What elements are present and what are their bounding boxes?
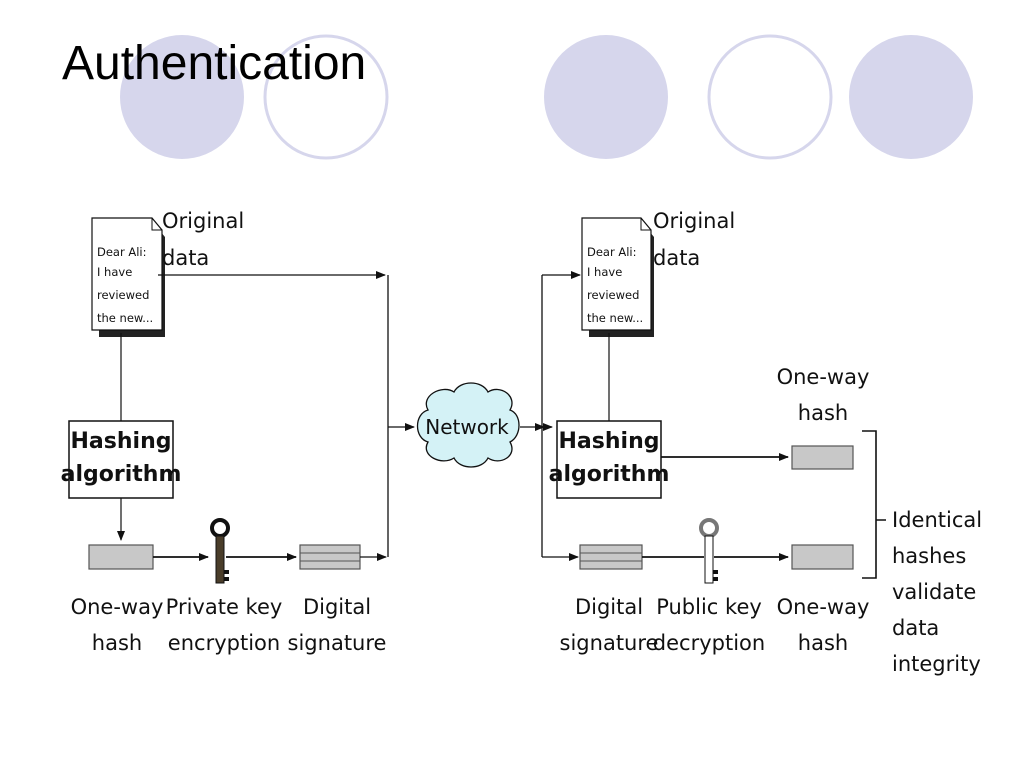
sender-digital-signature-box [299, 544, 361, 570]
receiver-digital-signature-box [579, 544, 643, 570]
sender-hash-label-2: hash [92, 631, 142, 655]
sender-doc-line-2: I have [97, 265, 132, 279]
conclusion-line-4: data [892, 616, 939, 640]
sender-document: Dear Ali: I have reviewed the new... [91, 217, 165, 337]
sender-original-data-label-2: data [162, 246, 209, 270]
decor-circle-filled-1 [120, 35, 244, 159]
public-key-label-2: decryption [653, 631, 765, 655]
receiver-bottom-hash-label-1: One-way [777, 595, 870, 619]
sender-signature-label-2: signature [288, 631, 387, 655]
private-key-icon [210, 518, 230, 584]
receiver-hashing-label-2: algorithm [549, 462, 670, 487]
receiver-hashing-algorithm-box [556, 420, 662, 499]
receiver-document: Dear Ali: I have reviewed the new... [581, 217, 654, 337]
receiver-bottom-hash-label-2: hash [798, 631, 848, 655]
receiver-top-hash-label-1: One-way [777, 365, 870, 389]
receiver-original-data-label-2: data [653, 246, 700, 270]
sender-original-data-label-1: Original [162, 209, 244, 233]
receiver-hashing-label-1: Hashing [559, 429, 660, 454]
conclusion-line-3: validate [892, 580, 976, 604]
sender-one-way-hash-box [88, 544, 154, 570]
conclusion-line-2: hashes [892, 544, 966, 568]
receiver-doc-line-4: the new... [587, 311, 643, 325]
network-cloud [416, 382, 520, 468]
conclusion-line-1: Identical [892, 508, 982, 532]
private-key-label-1: Private key [166, 595, 283, 619]
receiver-top-hash-label-2: hash [798, 401, 848, 425]
sender-doc-line-3: reviewed [97, 288, 149, 302]
receiver-signature-label-1: Digital [575, 595, 643, 619]
comparison-bracket [862, 430, 886, 579]
receiver-doc-line-1: Dear Ali: [587, 245, 637, 259]
sender-hashing-algorithm-box [68, 420, 174, 499]
sender-hashing-label-1: Hashing [71, 429, 172, 454]
private-key-label-2: encryption [168, 631, 280, 655]
network-label: Network [425, 415, 509, 439]
receiver-doc-line-2: I have [587, 265, 622, 279]
receiver-doc-line-3: reviewed [587, 288, 639, 302]
title-decoration [120, 34, 973, 160]
public-key-label-1: Public key [656, 595, 762, 619]
receiver-original-data-label-1: Original [653, 209, 735, 233]
receiver-signature-label-2: signature [560, 631, 659, 655]
receiver-top-hash-box [791, 445, 854, 470]
slide-title: Authentication [62, 37, 367, 90]
decor-circle-ring-2 [707, 34, 833, 160]
sender-doc-line-4: the new... [97, 311, 153, 325]
public-key-icon [699, 518, 719, 584]
conclusion-line-5: integrity [892, 652, 981, 676]
decor-circle-filled-2 [544, 35, 668, 159]
decor-circle-filled-3 [849, 35, 973, 159]
sender-hashing-label-2: algorithm [61, 462, 182, 487]
decor-circle-ring-1 [263, 34, 389, 160]
sender-hash-label-1: One-way [71, 595, 164, 619]
sender-signature-label-1: Digital [303, 595, 371, 619]
sender-doc-line-1: Dear Ali: [97, 245, 147, 259]
receiver-bottom-hash-box [791, 544, 854, 570]
